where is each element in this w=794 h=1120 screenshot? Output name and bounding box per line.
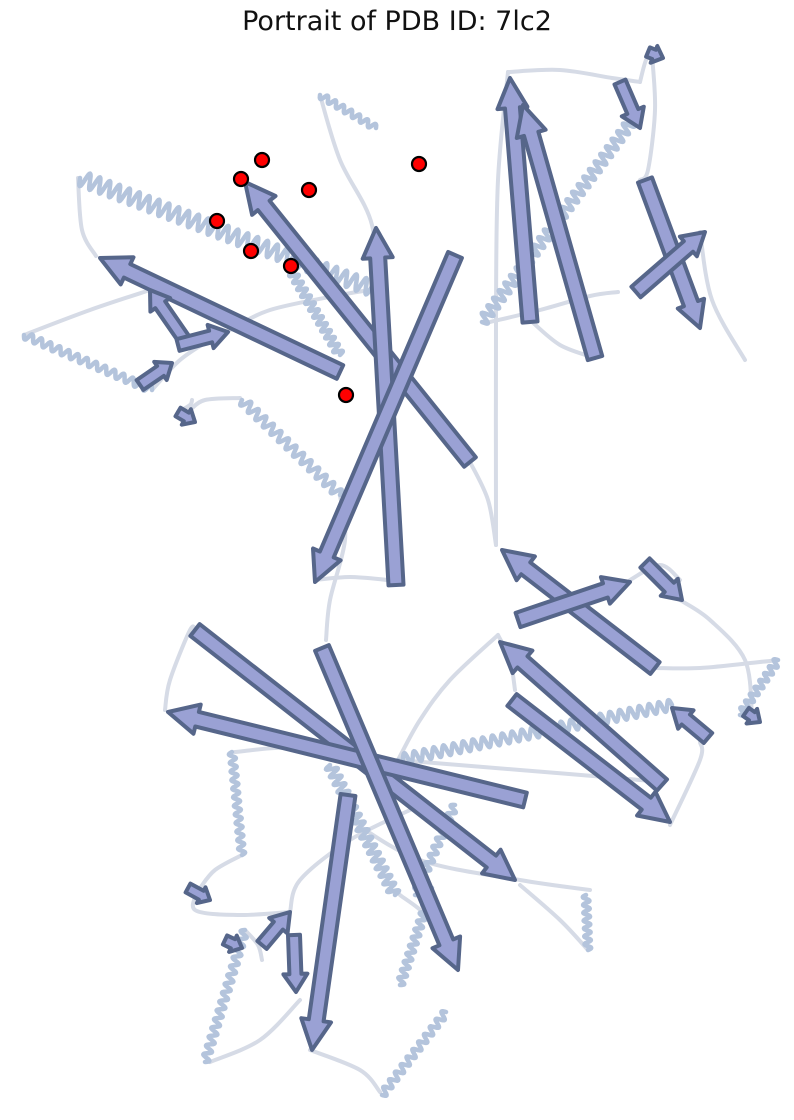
loop-segment xyxy=(163,624,197,712)
strand-arrow xyxy=(134,359,174,392)
loop-segment xyxy=(308,1048,382,1094)
strand-arrow xyxy=(644,44,665,65)
site-marker xyxy=(410,155,428,173)
helix-segment xyxy=(395,697,675,768)
loop-segment xyxy=(518,883,590,952)
strand-arrow xyxy=(174,322,230,353)
strand-arrow xyxy=(243,180,478,469)
loop-segment xyxy=(506,67,642,84)
strand-arrow xyxy=(500,548,662,676)
loop-segment xyxy=(698,230,747,362)
helix-segment xyxy=(323,762,402,898)
loop-segment xyxy=(348,818,592,892)
strand-arrow xyxy=(166,702,529,810)
helix-segment xyxy=(286,269,346,358)
strand-arrow xyxy=(313,643,463,972)
loop-segment xyxy=(288,808,412,914)
loop-segment xyxy=(22,288,152,337)
loop-segment xyxy=(668,740,705,827)
loop-segment xyxy=(313,575,390,582)
helix-segment xyxy=(21,332,155,393)
strand-arrow xyxy=(173,405,197,427)
loop-segment xyxy=(678,598,754,717)
loop-segment xyxy=(396,633,500,762)
strand-arrow xyxy=(505,692,672,824)
helix-segment xyxy=(317,92,379,131)
strand-arrow xyxy=(311,250,464,584)
strand-arrow xyxy=(670,706,715,745)
site-marker xyxy=(282,257,300,275)
site-marker xyxy=(300,181,318,199)
strand-layer xyxy=(98,44,762,1052)
helix-segment xyxy=(201,927,249,1065)
helix-segment xyxy=(237,397,345,498)
strand-arrow xyxy=(513,575,632,630)
strand-arrow xyxy=(498,640,669,793)
strand-arrow xyxy=(741,705,762,726)
strand-arrow xyxy=(299,792,358,1052)
loop-segment xyxy=(198,853,244,890)
loop-segment xyxy=(653,658,780,671)
loop-segment xyxy=(76,176,98,258)
strand-arrow xyxy=(183,881,212,906)
site-marker xyxy=(253,151,271,169)
loop-segment xyxy=(208,998,302,1064)
strand-arrow xyxy=(629,230,707,300)
loop-segment xyxy=(468,460,498,547)
strand-arrow xyxy=(255,910,292,951)
loop-segment xyxy=(628,563,682,582)
strand-arrow xyxy=(514,103,605,363)
page-title: Portrait of PDB ID: 7lc2 xyxy=(242,6,552,37)
site-marker xyxy=(337,386,355,404)
site-layer xyxy=(208,151,428,404)
helix-segment xyxy=(379,1008,449,1099)
strand-arrow xyxy=(612,77,646,130)
strand-arrow xyxy=(638,556,684,602)
strand-arrow xyxy=(220,933,244,954)
site-marker xyxy=(208,212,226,230)
site-marker xyxy=(242,242,260,260)
loop-segment xyxy=(188,396,242,412)
strand-arrow xyxy=(281,932,310,994)
helix-segment xyxy=(580,892,594,953)
loop-segment xyxy=(493,70,510,547)
strand-arrow xyxy=(98,255,346,381)
site-marker xyxy=(232,170,250,188)
loop-segment xyxy=(243,928,264,962)
loop-segment xyxy=(488,290,620,324)
helix-segment xyxy=(226,749,248,858)
